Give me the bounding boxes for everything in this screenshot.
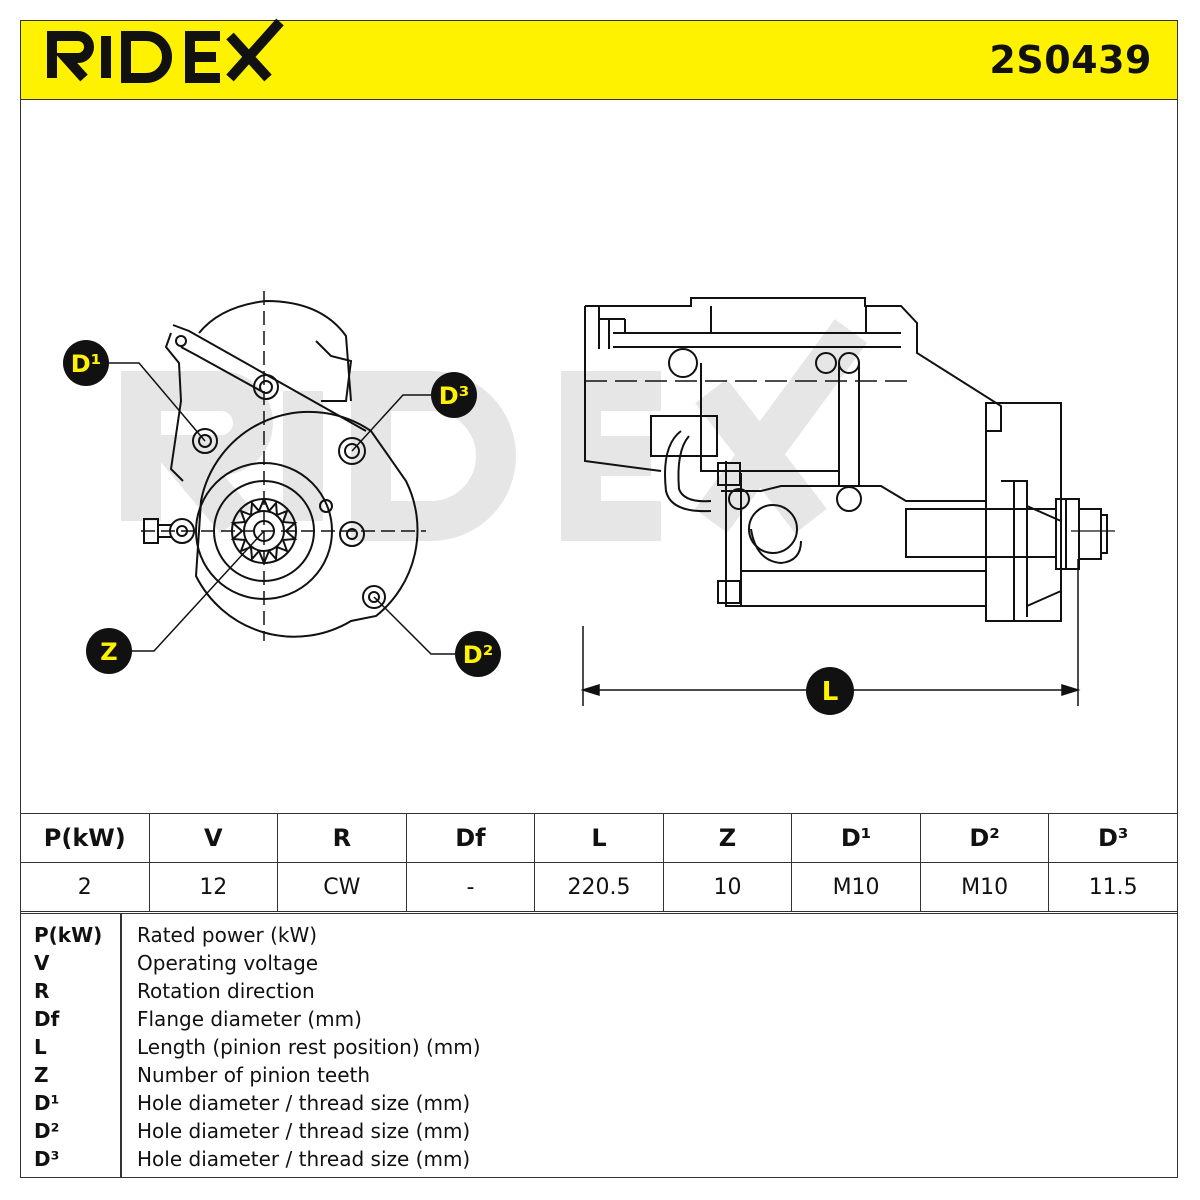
spec-header: D³ (1048, 813, 1178, 863)
spec-header: L (534, 813, 664, 863)
legend: P(kW) Rated power (kW) V Operating volta… (20, 913, 1178, 1178)
ridex-logo (47, 18, 284, 83)
side-view (584, 297, 1115, 622)
callout-d2: D² (455, 631, 501, 677)
legend-row: Df Flange diameter (mm) (21, 1005, 1177, 1033)
spec-value: 10 (662, 862, 793, 912)
spec-header: Z (662, 813, 793, 863)
legend-symbol: L (34, 1035, 47, 1059)
legend-symbol: Z (34, 1063, 49, 1087)
legend-row: D¹ Hole diameter / thread size (mm) (21, 1089, 1177, 1117)
legend-row: D² Hole diameter / thread size (mm) (21, 1117, 1177, 1145)
spec-table: P(kW) V R Df L Z D¹ D² D³ 2 12 CW - 220.… (20, 813, 1178, 912)
legend-description: Length (pinion rest position) (mm) (137, 1035, 481, 1059)
legend-description: Rated power (kW) (137, 923, 318, 947)
legend-row: P(kW) Rated power (kW) (21, 921, 1177, 949)
front-view (141, 291, 426, 641)
callout-z-label: Z (100, 638, 117, 666)
callout-z: Z (86, 628, 132, 674)
spec-table-header-row: P(kW) V R Df L Z D¹ D² D³ (20, 813, 1178, 863)
legend-description: Hole diameter / thread size (mm) (137, 1147, 471, 1171)
callout-l: L (806, 667, 854, 715)
legend-symbol: D¹ (34, 1091, 60, 1115)
spec-value: M10 (791, 862, 921, 912)
legend-description: Hole diameter / thread size (mm) (137, 1119, 471, 1143)
part-number: 2S0439 (989, 38, 1152, 82)
legend-symbol: D² (34, 1119, 60, 1143)
ridex-watermark (121, 319, 868, 541)
legend-row: Z Number of pinion teeth (21, 1061, 1177, 1089)
spec-value: 12 (148, 862, 279, 912)
legend-description: Flange diameter (mm) (137, 1007, 362, 1031)
starter-motor-drawing: D¹ D³ Z D² L (63, 291, 1115, 715)
legend-row: D³ Hole diameter / thread size (mm) (21, 1145, 1177, 1173)
legend-description: Number of pinion teeth (137, 1063, 371, 1087)
legend-description: Hole diameter / thread size (mm) (137, 1091, 471, 1115)
legend-row: V Operating voltage (21, 949, 1177, 977)
callout-d2-label: D² (463, 641, 493, 669)
legend-symbol: V (34, 951, 50, 975)
spec-header: D² (919, 813, 1050, 863)
legend-symbol: P(kW) (34, 923, 103, 947)
legend-description: Operating voltage (137, 951, 319, 975)
legend-row: R Rotation direction (21, 977, 1177, 1005)
pinion-gear (230, 496, 298, 566)
legend-symbol: D³ (34, 1147, 60, 1171)
legend-row: L Length (pinion rest position) (mm) (21, 1033, 1177, 1061)
callout-d3: D³ (431, 372, 477, 418)
legend-description: Rotation direction (137, 979, 315, 1003)
callout-d1: D¹ (63, 340, 109, 386)
legend-symbol: Df (34, 1007, 60, 1031)
callout-d1-label: D¹ (71, 350, 101, 378)
legend-symbol: R (34, 979, 50, 1003)
spec-value: 2 (20, 862, 150, 912)
spec-value: - (405, 862, 536, 912)
spec-value: CW (277, 862, 407, 912)
spec-header: P(kW) (20, 813, 150, 863)
spec-table-value-row: 2 12 CW - 220.5 10 M10 M10 11.5 (20, 862, 1178, 912)
legend-divider (120, 914, 122, 1177)
spec-value: 11.5 (1048, 862, 1178, 912)
spec-header: D¹ (791, 813, 921, 863)
mounting-holes (169, 335, 386, 609)
spec-header: R (277, 813, 407, 863)
callout-d3-label: D³ (439, 382, 469, 410)
spec-header: Df (405, 813, 536, 863)
technical-drawing: D¹ D³ Z D² L (21, 101, 1177, 813)
spec-header: V (148, 813, 279, 863)
spec-value: 220.5 (534, 862, 664, 912)
callout-l-label: L (822, 677, 839, 707)
spec-value: M10 (919, 862, 1050, 912)
